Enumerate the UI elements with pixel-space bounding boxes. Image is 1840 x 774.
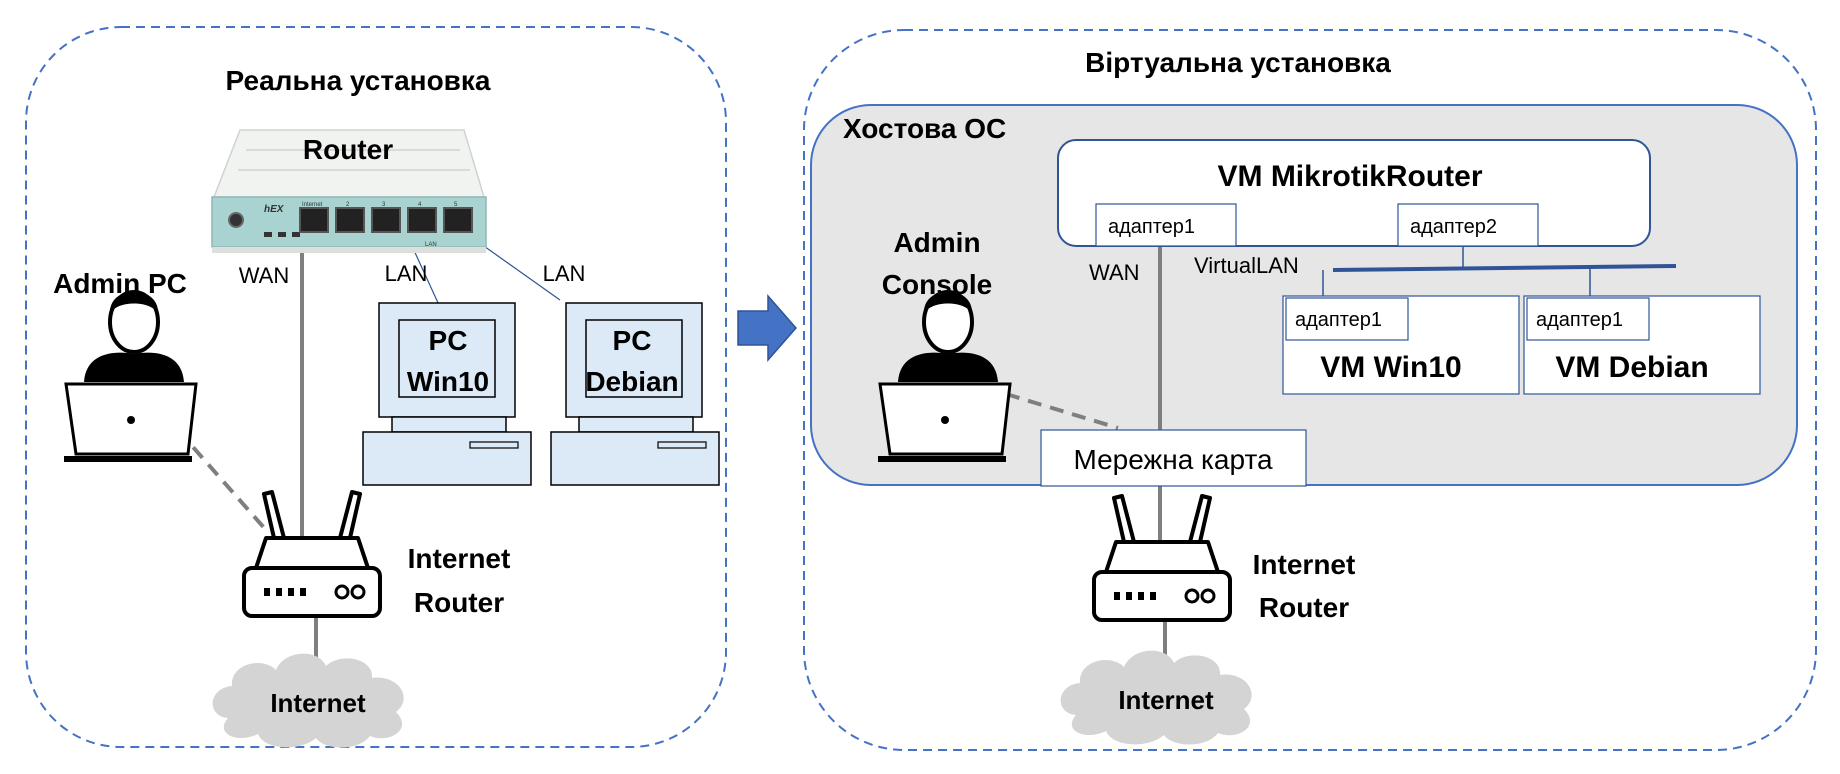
vm-debian-label: VM Debian [1555, 351, 1708, 384]
virtual-lan-label: VirtualLAN [1194, 253, 1299, 278]
pc-debian-line1: PC [613, 325, 652, 356]
wifi-router-icon-real [242, 490, 382, 618]
internet-cloud-virtual: Internet [1118, 685, 1214, 715]
port-label-4: 4 [418, 202, 422, 208]
internet-cloud-real: Internet [270, 688, 366, 718]
wan-label-virtual: WAN [1089, 260, 1140, 285]
desktop-pc-icon-win10 [362, 302, 532, 486]
mikrotik-hex-router-icon: hEX Internet 2 3 4 5 LAN [211, 129, 487, 253]
pc-debian-line2: Debian [585, 366, 678, 397]
vm-mikrotik-router-label: VM MikrotikRouter [1217, 160, 1482, 193]
admin-dashed-link-real [176, 428, 268, 532]
port-label-5: 5 [454, 202, 458, 208]
admin-pc-label: Admin PC [53, 268, 187, 299]
pc-win10-line1: PC [429, 325, 468, 356]
pc-win10-line2: Win10 [407, 366, 489, 397]
admin-dashed-link-virtual [1005, 392, 1119, 430]
vm-win10-adapter-box [1285, 297, 1409, 341]
adapter1-label: адаптер1 [1108, 216, 1195, 238]
real-setup-frame [25, 26, 727, 748]
port-label-1: Internet [302, 202, 323, 208]
lan-label-real-2: LAN [543, 261, 586, 286]
real-setup-title: Реальна установка [226, 65, 491, 96]
right-arrow-icon [737, 294, 797, 362]
internet-router-virtual-line1: Internet [1253, 549, 1356, 580]
internet-router-real-line2: Router [414, 587, 504, 618]
vm-win10-label: VM Win10 [1320, 351, 1461, 384]
virtual-lan-line [1332, 264, 1677, 272]
port-label-3: 3 [382, 202, 386, 208]
desktop-pc-icon-debian [550, 302, 720, 486]
network-card-label: Мережна карта [1073, 444, 1272, 475]
lan-label-real-1: LAN [385, 261, 428, 286]
host-os-label: Хостова ОС [843, 113, 1006, 144]
port-label-2: 2 [346, 202, 350, 208]
internet-router-virtual-line2: Router [1259, 592, 1349, 623]
vm-debian-adapter-box [1526, 297, 1650, 341]
user-laptop-icon [62, 289, 198, 464]
virtual-setup-frame [803, 29, 1817, 751]
router-lan-caption: LAN [425, 242, 437, 248]
adapter2-box [1397, 203, 1539, 247]
admin-console-line1: Admin [893, 227, 980, 258]
virtual-setup-title: Віртуальна установка [1085, 47, 1391, 78]
network-card-box [1040, 429, 1307, 487]
adapter2-label: адаптер2 [1410, 216, 1497, 238]
router-brand: hEX [264, 204, 285, 215]
vm-debian-adapter-label: адаптер1 [1536, 309, 1623, 331]
internet-router-real-line1: Internet [408, 543, 511, 574]
adapter1-box [1095, 203, 1237, 247]
wan-label-real: WAN [239, 263, 290, 288]
vm-win10-adapter-label: адаптер1 [1295, 309, 1382, 331]
router-label: Router [303, 134, 393, 165]
